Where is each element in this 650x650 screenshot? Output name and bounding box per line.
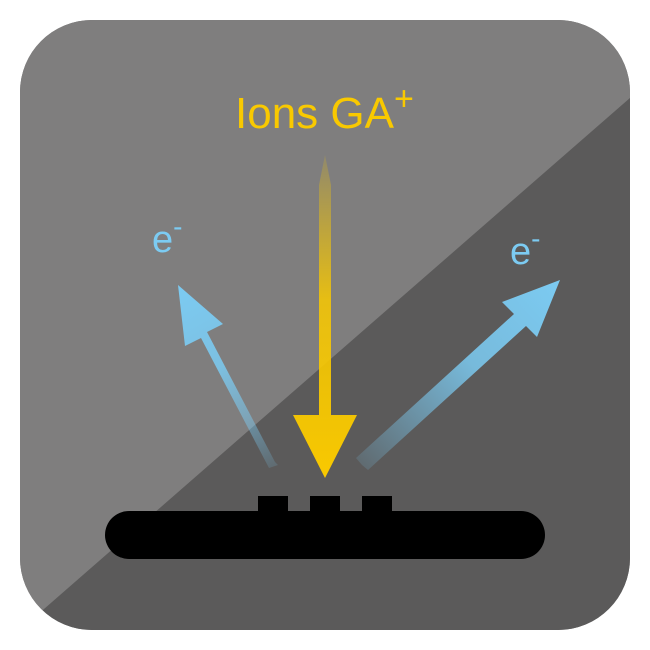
ion-label: Ions GA+ (235, 80, 414, 138)
electron-right-superscript: - (531, 223, 540, 254)
substrate-bump-2 (310, 496, 340, 514)
electron-left-label: e- (152, 211, 182, 261)
ion-superscript: + (394, 80, 414, 118)
electron-right-label: e- (510, 223, 540, 273)
electron-left-arrow (178, 285, 278, 468)
substrate-bump-1 (258, 496, 288, 514)
substrate (105, 496, 545, 559)
substrate-bump-3 (362, 496, 392, 514)
ion-beam-arrow (293, 155, 357, 478)
electron-right-arrow (356, 280, 560, 470)
electron-left-superscript: - (173, 211, 182, 242)
